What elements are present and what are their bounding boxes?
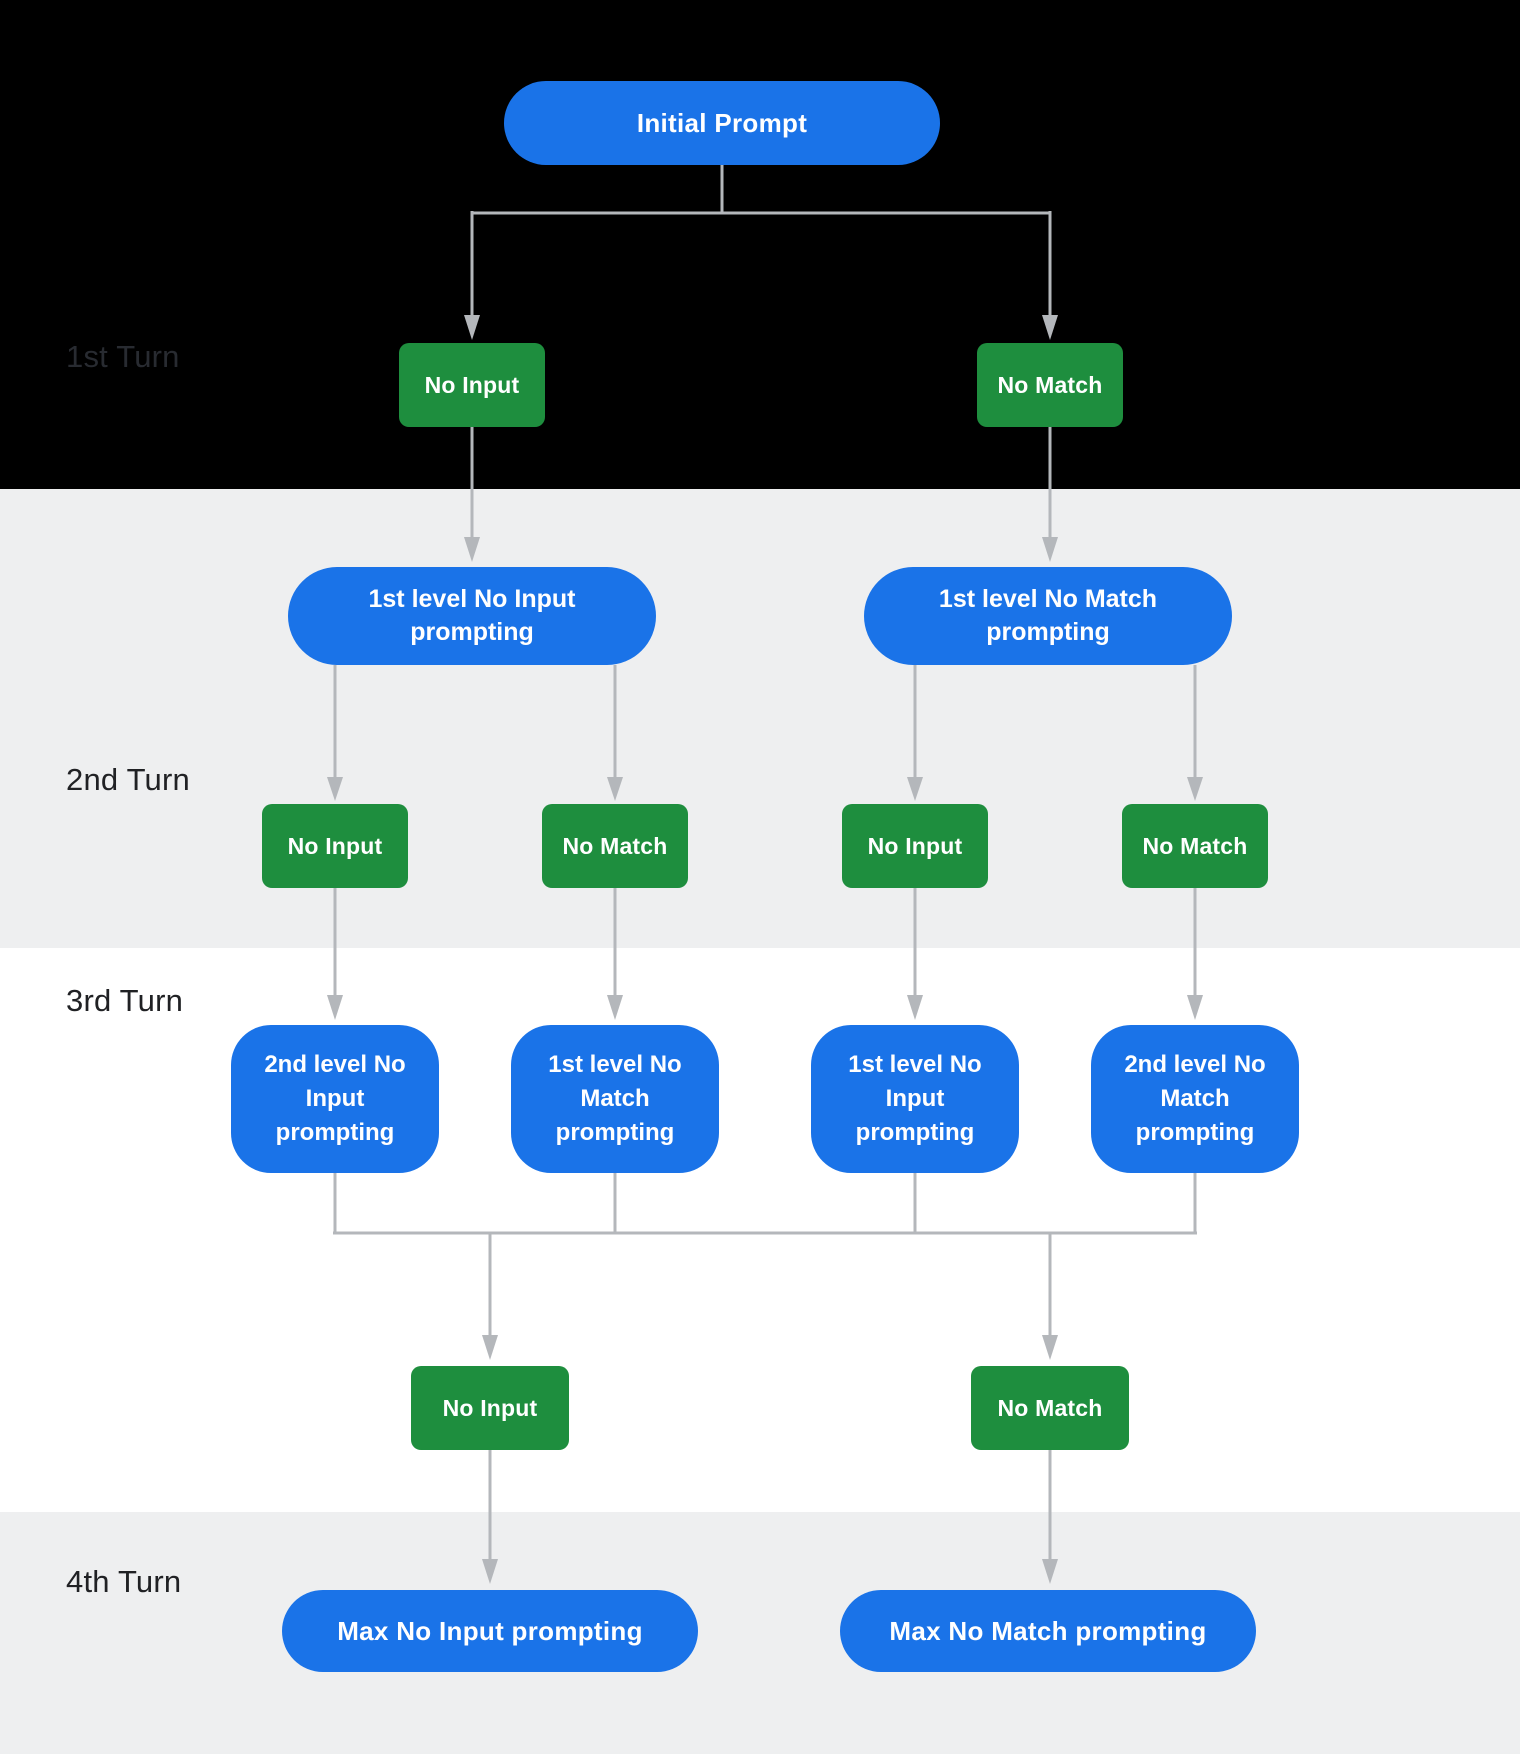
node-turn2-result-1: No Input [262,804,408,888]
node-turn3-no-input: No Input [411,1366,569,1450]
node-level1-no-match-prompting: 1st level No Match prompting [864,567,1232,665]
turn-label-1st: 1st Turn [66,339,180,374]
turn-label-2nd: 2nd Turn [66,762,190,797]
node-max-no-match-prompting: Max No Match prompting [840,1590,1256,1672]
node-turn2-result-4: No Match [1122,804,1268,888]
turn-label-4th: 4th Turn [66,1564,182,1599]
node-initial-prompt: Initial Prompt [504,81,940,165]
node-turn2-result-2: No Match [542,804,688,888]
turn-label-3rd: 3rd Turn [66,983,184,1018]
node-turn3-no-match: No Match [971,1366,1129,1450]
node-1st-level-no-match-prompting: 1st level No Match prompting [511,1025,719,1173]
node-2nd-level-no-input-prompting: 2nd level No Input prompting [231,1025,439,1173]
node-turn2-result-3: No Input [842,804,988,888]
node-turn1-no-match: No Match [977,343,1123,427]
node-level1-no-input-prompting: 1st level No Input prompting [288,567,656,665]
node-max-no-input-prompting: Max No Input prompting [282,1590,698,1672]
node-2nd-level-no-match-prompting: 2nd level No Match prompting [1091,1025,1299,1173]
node-1st-level-no-input-prompting: 1st level No Input prompting [811,1025,1019,1173]
band-turn4-gray [0,1512,1520,1754]
node-turn1-no-input: No Input [399,343,545,427]
